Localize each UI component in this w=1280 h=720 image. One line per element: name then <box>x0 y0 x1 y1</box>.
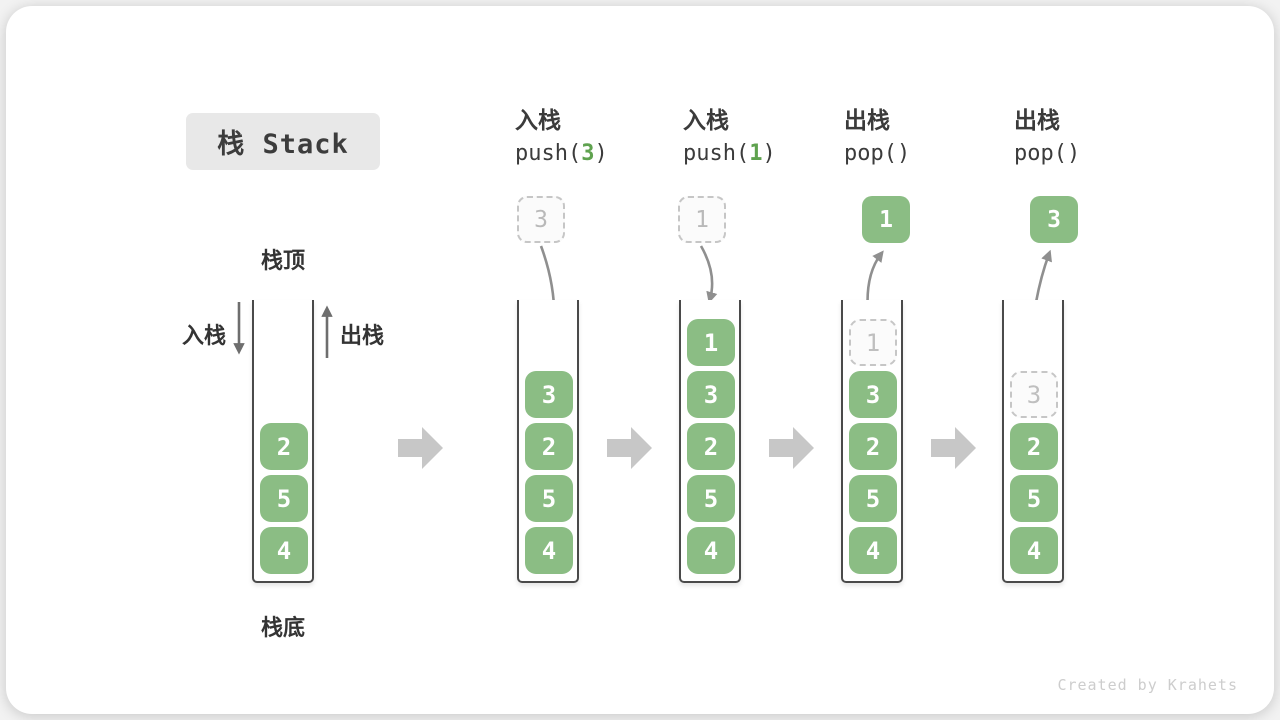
stack-cell: 3 <box>687 371 735 418</box>
op-name: 入栈 <box>683 107 729 133</box>
op-code: push(1) <box>683 141 776 166</box>
stack-container-after-pop-3: 3 2 5 4 <box>1002 300 1064 583</box>
stack-cell: 2 <box>260 423 308 470</box>
stack-cell-ghost: 1 <box>849 319 897 366</box>
stack-cell-ghost: 3 <box>1010 371 1058 418</box>
stack-cell: 5 <box>260 475 308 522</box>
op-header-push-3: 入栈 push(3) <box>515 105 608 172</box>
op-header-pop-3: 出栈 pop() <box>1014 105 1080 172</box>
op-code: pop() <box>1014 141 1081 166</box>
stack-cell: 2 <box>1010 423 1058 470</box>
op-name: 出栈 <box>1014 107 1060 133</box>
stack-cell: 3 <box>525 371 573 418</box>
incoming-value-box: 3 <box>517 196 565 243</box>
stack-cell: 5 <box>687 475 735 522</box>
title-badge-label: 栈 Stack <box>217 129 349 160</box>
popped-value-box: 1 <box>862 196 910 243</box>
push-side-label: 入栈 <box>181 323 226 348</box>
stack-cell: 3 <box>849 371 897 418</box>
stack-container-after-push-3: 3 2 5 4 <box>517 300 579 583</box>
stack-container-after-pop-1: 1 3 2 5 4 <box>841 300 903 583</box>
stack-cell: 2 <box>687 423 735 470</box>
op-name: 出栈 <box>844 107 890 133</box>
stack-cell: 5 <box>525 475 573 522</box>
watermark: Created by Krahets <box>1057 676 1238 694</box>
stack-bottom-label: 栈底 <box>260 615 305 640</box>
stack-cell: 1 <box>687 319 735 366</box>
stack-top-label: 栈顶 <box>260 248 305 273</box>
op-name: 入栈 <box>515 107 561 133</box>
stack-cell: 2 <box>849 423 897 470</box>
stack-cell: 4 <box>525 527 573 574</box>
stack-container-after-push-1: 1 3 2 5 4 <box>679 300 741 583</box>
op-header-pop-1: 出栈 pop() <box>844 105 910 172</box>
title-badge: 栈 Stack <box>186 113 380 170</box>
stack-cell: 5 <box>849 475 897 522</box>
stack-cell: 4 <box>260 527 308 574</box>
incoming-value-box: 1 <box>678 196 726 243</box>
op-code: push(3) <box>515 141 608 166</box>
stack-cell: 2 <box>525 423 573 470</box>
op-code: pop() <box>844 141 911 166</box>
stack-cell: 4 <box>1010 527 1058 574</box>
op-header-push-1: 入栈 push(1) <box>683 105 776 172</box>
stack-cell: 4 <box>687 527 735 574</box>
stack-container-initial: 2 5 4 <box>252 300 314 583</box>
stack-cell: 4 <box>849 527 897 574</box>
op-code-arg: 3 <box>581 141 595 166</box>
stack-cell: 5 <box>1010 475 1058 522</box>
popped-value-box: 3 <box>1030 196 1078 243</box>
op-code-arg: 1 <box>749 141 763 166</box>
pop-side-label: 出栈 <box>340 323 385 348</box>
